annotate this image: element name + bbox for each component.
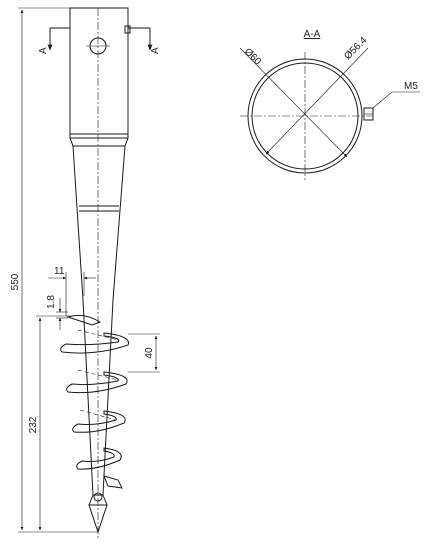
tip-hole	[93, 492, 103, 502]
inner-diameter-leader	[265, 47, 369, 155]
screw-tip	[88, 504, 108, 534]
dim-pitch-label: 40	[144, 347, 155, 359]
section-title: A-A	[304, 29, 321, 40]
dim-total-length: 550	[10, 7, 98, 533]
section-mark-right: A	[150, 47, 161, 54]
dim-pitch: 40	[128, 333, 160, 373]
dim-thread-length-label: 232	[28, 416, 39, 433]
screw-side-view	[60, 7, 131, 540]
bolt-size-label: M5	[404, 81, 418, 92]
dim-offset-label: 11	[54, 266, 65, 277]
dim-flange: 1.8	[46, 295, 68, 330]
dim-total-length-label: 550	[10, 273, 21, 290]
tapered-shank	[72, 145, 126, 496]
outer-diameter-label: Ø60	[242, 46, 263, 67]
helical-thread	[60, 314, 129, 489]
section-mark-left: A	[38, 47, 49, 54]
taper-collar	[69, 137, 129, 147]
dim-offset: 11	[48, 266, 96, 316]
inner-diameter-label: Ø56.4	[342, 35, 369, 62]
dim-flange-label: 1.8	[46, 295, 57, 309]
outer-diameter-leader	[239, 47, 348, 158]
dim-thread-length: 232	[28, 315, 72, 531]
top-tube	[69, 7, 129, 139]
section-view: A-A Ø60 Ø56.4 M5	[239, 29, 420, 180]
section-marks: A A	[38, 27, 161, 54]
bolt-head	[124, 25, 131, 34]
